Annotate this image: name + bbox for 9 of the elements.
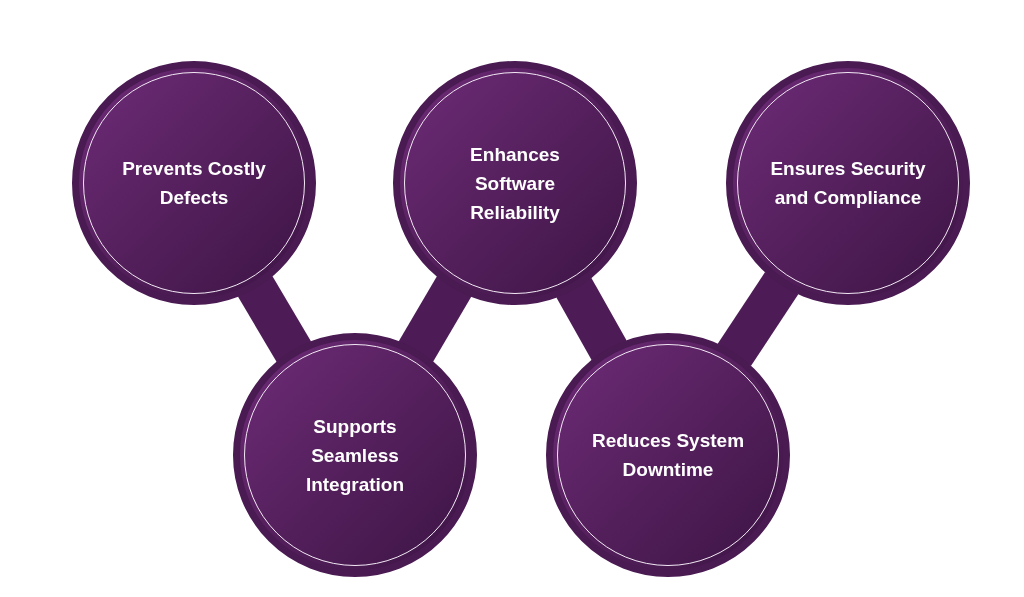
node-label: Enhances Software Reliability xyxy=(469,142,561,225)
node-label: Ensures Security and Compliance xyxy=(769,157,927,210)
node-label: Prevents Costly Defects xyxy=(121,157,267,210)
connector xyxy=(398,276,472,362)
node-label: Supports Seamless Integration xyxy=(304,414,406,497)
connector xyxy=(556,277,627,361)
connector xyxy=(717,272,799,366)
node-label: Reduces System Downtime xyxy=(590,429,746,482)
connector xyxy=(237,276,312,362)
